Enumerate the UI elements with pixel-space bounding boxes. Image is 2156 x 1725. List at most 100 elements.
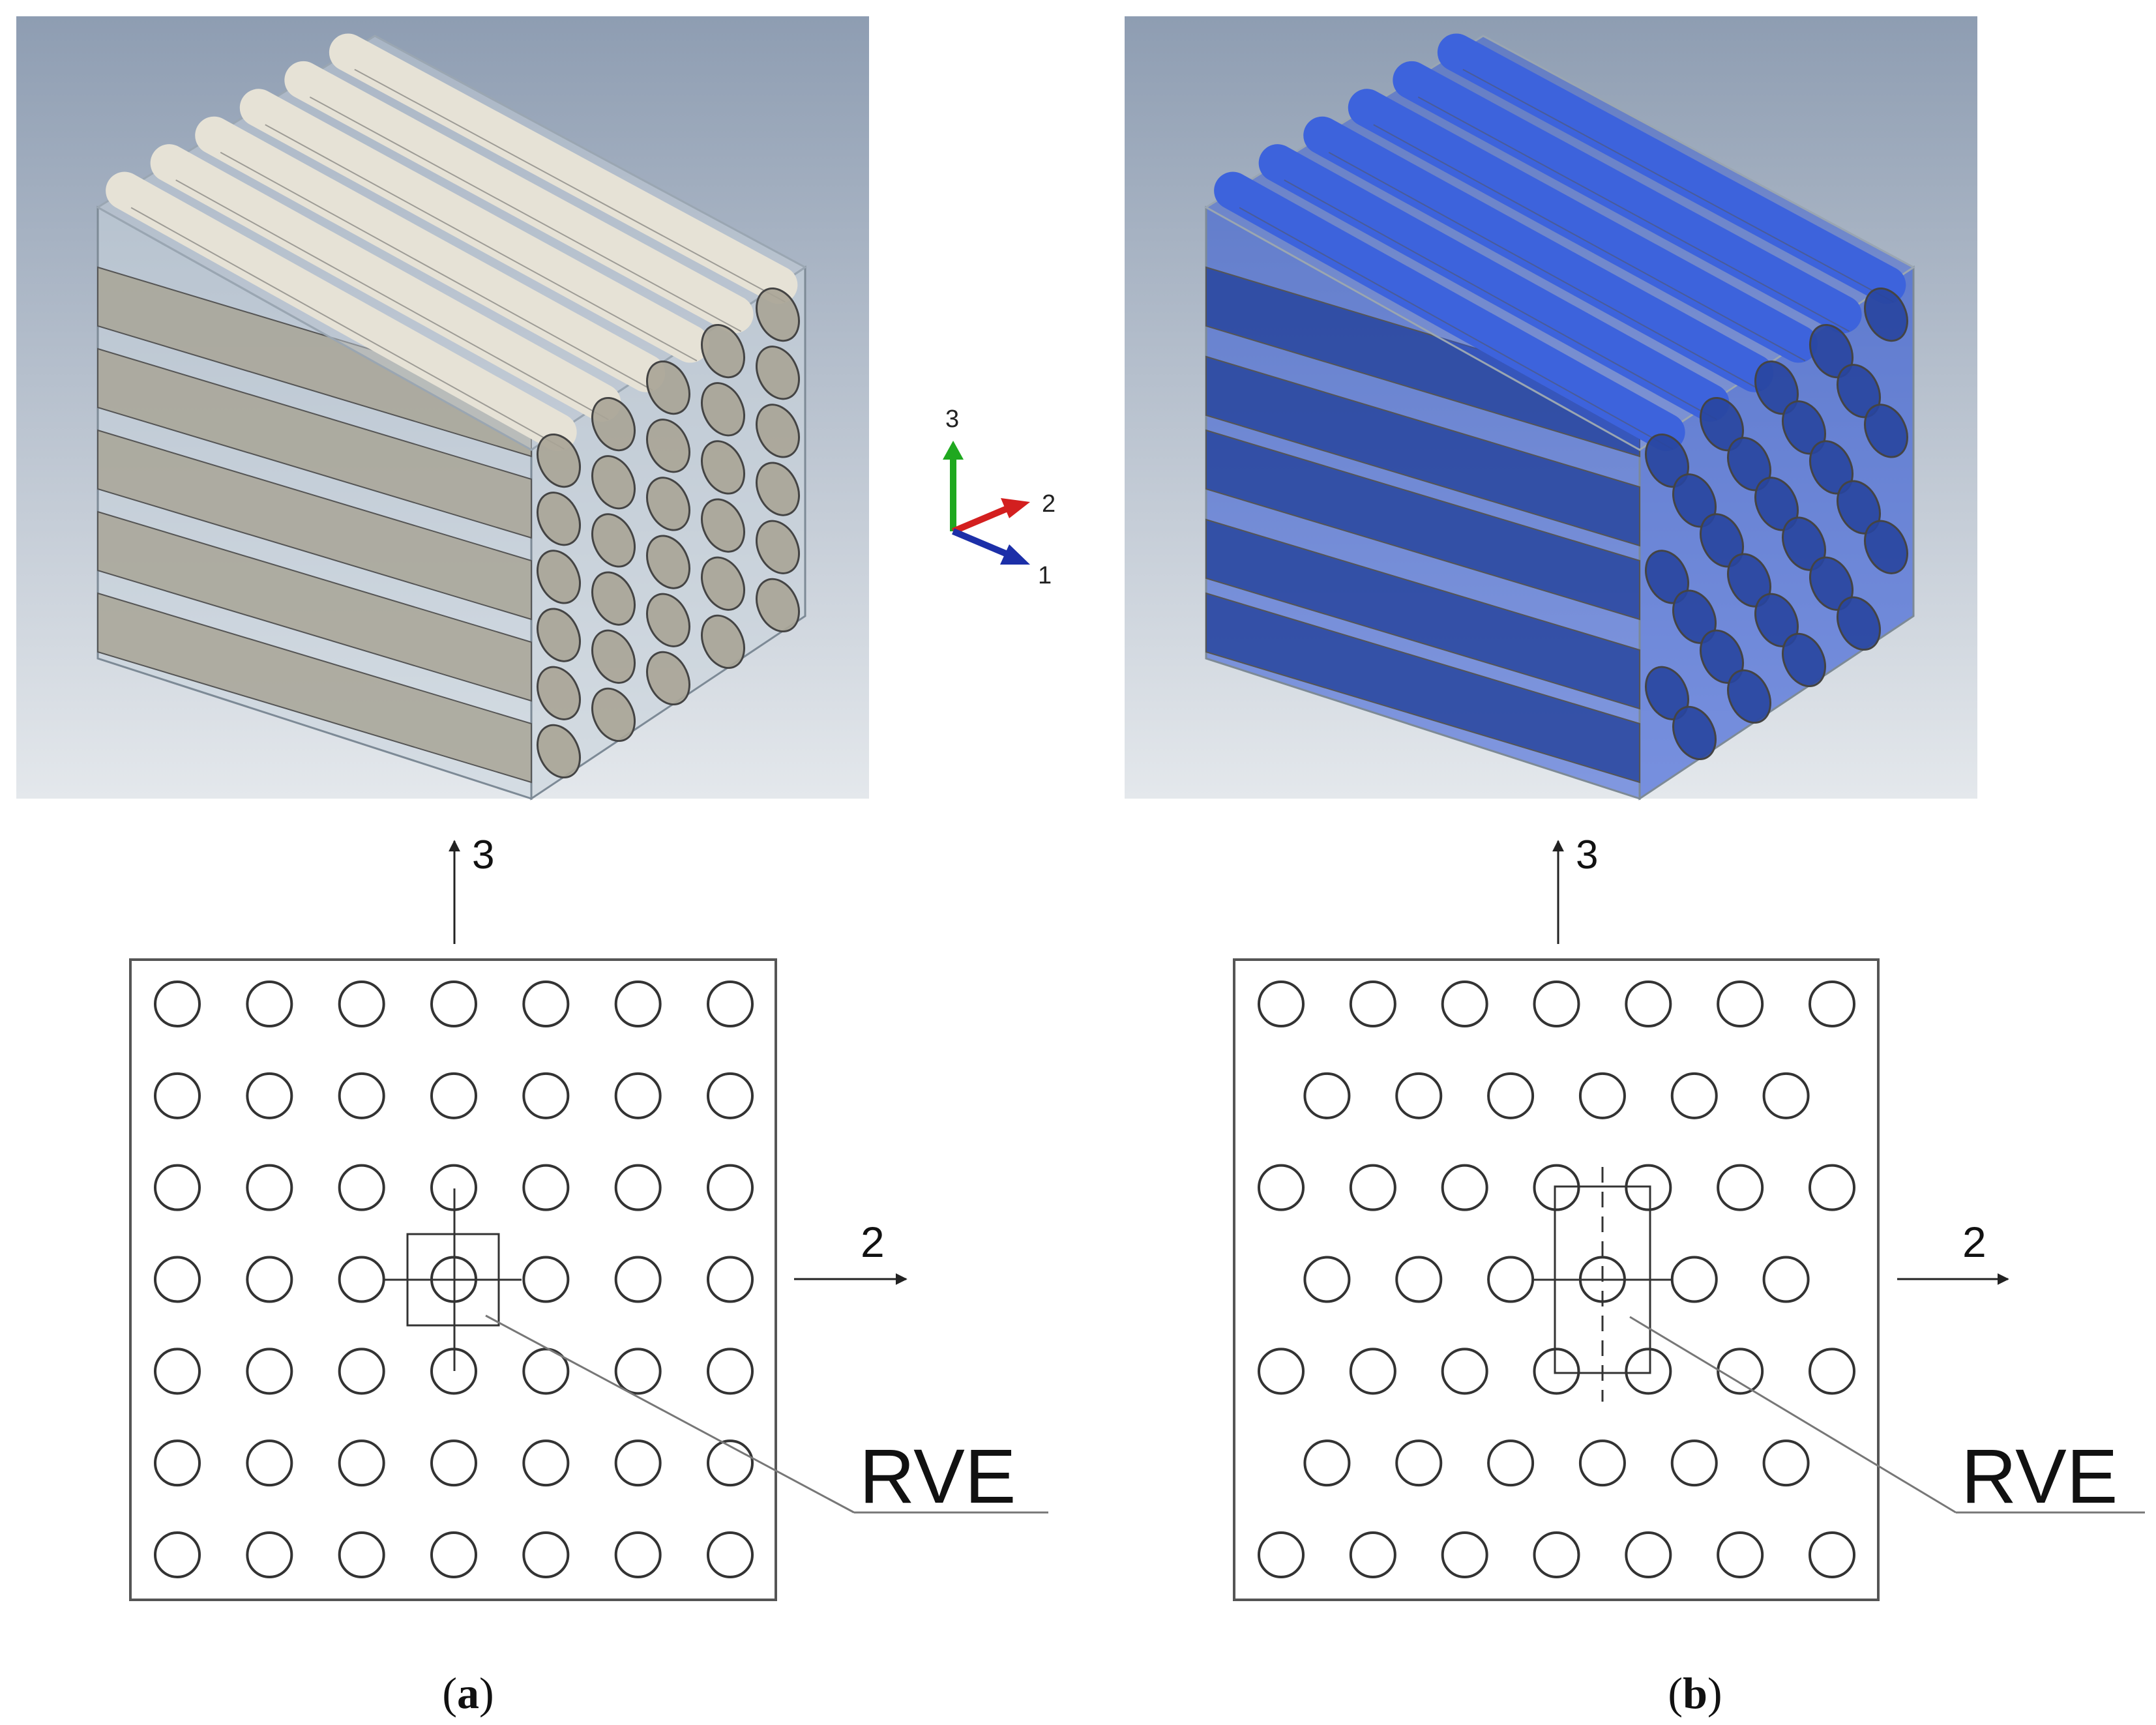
panel-a-fiber xyxy=(154,1348,201,1395)
panel-a-fiber-end xyxy=(701,556,745,611)
panel-b-fiber xyxy=(1533,1348,1580,1395)
panel-b-top-fiber-edge xyxy=(1328,151,1762,391)
panel-b-cross-section: 3 RVE 2 xyxy=(1233,833,2145,1601)
panel-a-fiber xyxy=(614,1072,662,1119)
panel-b-fiber-end xyxy=(1672,705,1717,761)
panel-b-fiber xyxy=(1258,1531,1305,1578)
panel-b-fiber xyxy=(1349,1164,1396,1211)
panel-b-top-fiber xyxy=(1258,144,1730,422)
panel-a-axis-3-label: 3 xyxy=(472,833,494,877)
panel-b-fiber xyxy=(1625,980,1672,1027)
panel-a-render xyxy=(16,16,869,801)
panel-a-fiber-end xyxy=(756,462,800,516)
panel-a-fiber-end xyxy=(537,433,581,488)
panel-a-section-frame xyxy=(129,958,777,1601)
panel-b-rve: RVE xyxy=(1532,1167,2145,1520)
panel-b-top-fiber xyxy=(1393,61,1862,334)
panel-a-fiber xyxy=(522,1072,570,1119)
panel-a-fiber xyxy=(338,1164,385,1211)
panel-a-fiber-end xyxy=(701,498,745,553)
triad-label-2: 2 xyxy=(1042,490,1056,518)
panel-a-fiber xyxy=(338,980,385,1027)
panel-a-fiber xyxy=(707,1164,754,1211)
panel-b-fiber xyxy=(1762,1072,1810,1119)
panel-b-fiber xyxy=(1578,1439,1626,1487)
panel-b-fiber xyxy=(1717,980,1764,1027)
panel-a-fiber xyxy=(338,1256,385,1303)
panel-a-fiber-grid xyxy=(154,980,754,1578)
panel-b-top-fiber-edge xyxy=(1417,96,1850,332)
panel-a-fiber xyxy=(154,1072,201,1119)
panel-a-fiber xyxy=(154,1256,201,1303)
panel-b-fiber xyxy=(1395,1439,1443,1487)
triad-axis-3-head xyxy=(943,441,964,460)
panel-b-top-fiber-edge xyxy=(1284,179,1717,420)
panel-b-fiber xyxy=(1487,1072,1535,1119)
panel-a-top-fiber-edge xyxy=(220,151,653,391)
panel-b-block xyxy=(1204,33,1915,801)
triad-axis-1 xyxy=(952,528,1009,557)
panel-a-fiber xyxy=(614,980,662,1027)
panel-a-fiber-end xyxy=(591,513,636,568)
panel-a-fiber xyxy=(154,1531,201,1578)
panel-b-fiber xyxy=(1809,1164,1855,1211)
panel-b-fiber xyxy=(1303,1256,1351,1303)
panel-a-fiber-end xyxy=(756,520,800,574)
panel-a-fiber xyxy=(430,1439,477,1487)
panel-b-fiber xyxy=(1533,1164,1580,1211)
panel-a-fiber xyxy=(522,1439,570,1487)
panel-a-fiber-end xyxy=(756,346,800,400)
panel-b-fiber-end xyxy=(1727,669,1771,724)
panel-a-top-fiber xyxy=(106,171,577,451)
panel-b-fiber-end xyxy=(1864,520,1908,574)
panel-a-top-fiber xyxy=(150,144,621,422)
panel-a-fiber xyxy=(707,1439,754,1487)
panel-b-fiber xyxy=(1625,1348,1672,1395)
panel-a-fiber-end xyxy=(646,477,690,531)
panel-a-fiber-end xyxy=(756,404,800,458)
panel-b-fiber xyxy=(1303,1439,1351,1487)
panel-b-top-fiber-edge xyxy=(1462,68,1894,302)
panel-b-top-fiber-edge xyxy=(1239,207,1674,450)
panel-a-fiber-end xyxy=(537,492,581,546)
panel-a-fiber-end xyxy=(646,535,690,589)
panel-b-caption: (b) xyxy=(1668,1668,1722,1718)
panel-b-fiber xyxy=(1258,1164,1305,1211)
panel-b-rve-leader xyxy=(1629,1316,1957,1514)
panel-a-fiber xyxy=(246,1072,293,1119)
panel-b-fiber xyxy=(1670,1439,1718,1487)
panel-a-fiber xyxy=(338,1348,385,1395)
panel-b-fiber xyxy=(1349,1348,1396,1395)
panel-a-top-fiber xyxy=(195,116,666,392)
panel-a-fiber xyxy=(154,980,201,1027)
panel-a-rve-leader xyxy=(485,1314,855,1514)
panel-a-fiber xyxy=(154,1164,201,1211)
panel-b-fiber-tube xyxy=(1205,355,1640,547)
panel-b-fiber-grid xyxy=(1258,980,1855,1578)
panel-a-fiber-tube xyxy=(97,592,532,784)
panel-a-fiber-end xyxy=(646,360,690,415)
panel-a-fiber xyxy=(338,1439,385,1487)
panel-b-fiber xyxy=(1441,1348,1488,1395)
panel-b-top-fiber xyxy=(1303,116,1774,392)
triad-axis-1-head xyxy=(1000,544,1030,565)
panel-a-fiber xyxy=(707,980,754,1027)
panel-b-fiber xyxy=(1670,1256,1718,1303)
panel-a-fiber-end xyxy=(591,629,636,684)
panel-a-fiber-end xyxy=(646,651,690,706)
panel-a-top-fiber-edge xyxy=(265,124,698,362)
panel-a-caption: (a) xyxy=(442,1668,494,1718)
panel-a-fiber xyxy=(614,1164,662,1211)
panel-a-fiber xyxy=(614,1531,662,1578)
panel-a-fiber-end xyxy=(701,440,745,495)
panel-a-fiber-end xyxy=(756,578,800,633)
panel-a-fiber xyxy=(246,1164,293,1211)
panel-b-fiber xyxy=(1258,1348,1305,1395)
panel-a-cross-section: 3 RVE 2 xyxy=(129,833,1048,1601)
panel-b-top-fiber xyxy=(1348,89,1818,363)
panel-a-fiber xyxy=(246,1439,293,1487)
panel-a-rve-label: RVE xyxy=(859,1434,1016,1520)
panel-a-fiber-tube xyxy=(97,429,532,621)
panel-a-fiber xyxy=(707,1348,754,1395)
panel-a-fiber-end xyxy=(646,593,690,647)
